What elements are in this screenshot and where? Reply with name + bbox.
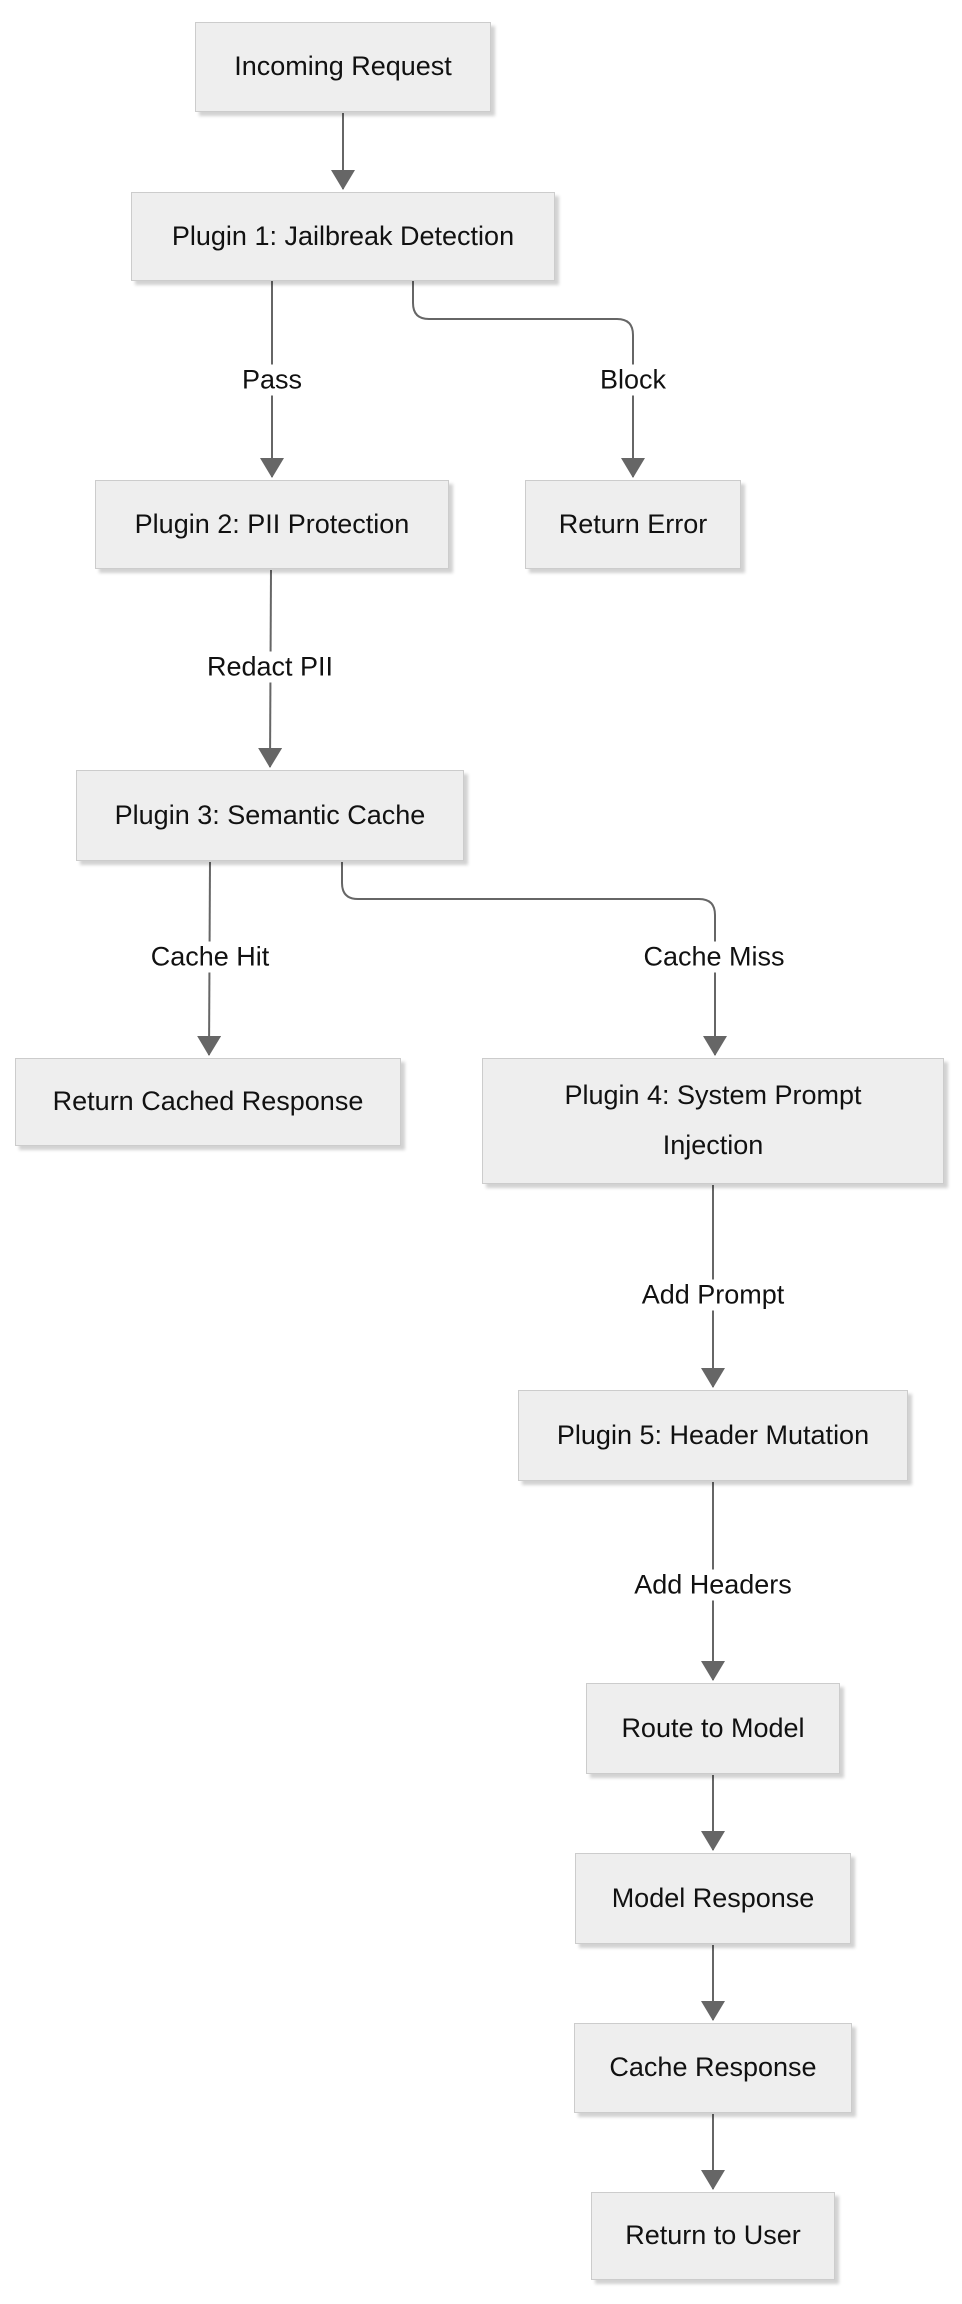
node-label: Model Response: [611, 1882, 815, 1913]
node-incoming-request: Incoming Request: [195, 22, 491, 112]
node-label: Return Error: [558, 508, 708, 539]
edge-plugin3-to-plugin4-cache-miss: [341, 862, 727, 1056]
node-label: Incoming Request: [234, 51, 452, 82]
node-label: Plugin 3: Semantic Cache: [114, 799, 426, 830]
edge-label-block: Block: [589, 364, 677, 396]
node-return-error: Return Error: [525, 480, 741, 569]
node-plugin-4-system-prompt-injection: Plugin 4: System Prompt Injection: [482, 1058, 944, 1184]
node-plugin-5-header-mutation: Plugin 5: Header Mutation: [518, 1390, 908, 1481]
node-return-to-user: Return to User: [591, 2192, 835, 2280]
node-label: Plugin 2: PII Protection: [134, 508, 410, 539]
edge-label-redact-pii: Redact PII: [196, 651, 344, 683]
node-return-cached-response: Return Cached Response: [15, 1058, 401, 1146]
node-label: Plugin 1: Jailbreak Detection: [171, 220, 515, 251]
node-plugin-3-semantic-cache: Plugin 3: Semantic Cache: [76, 770, 464, 861]
node-route-to-model: Route to Model: [586, 1683, 840, 1774]
node-plugin-2-pii-protection: Plugin 2: PII Protection: [95, 480, 449, 569]
node-plugin-1-jailbreak-detection: Plugin 1: Jailbreak Detection: [131, 192, 555, 281]
edge-label-add-prompt: Add Prompt: [631, 1279, 795, 1311]
edge-label-cache-miss: Cache Miss: [633, 941, 795, 973]
node-label: Cache Response: [609, 2052, 817, 2083]
edge-label-add-headers: Add Headers: [624, 1569, 802, 1601]
node-label: Route to Model: [621, 1712, 805, 1743]
node-model-response: Model Response: [575, 1853, 851, 1944]
node-label: Return to User: [625, 2220, 801, 2251]
edge-plugin1-to-return-error-block: [412, 281, 645, 478]
node-cache-response: Cache Response: [574, 2023, 852, 2113]
edge-label-pass: Pass: [231, 364, 313, 396]
edge-label-cache-hit: Cache Hit: [140, 941, 280, 973]
node-label: Return Cached Response: [52, 1086, 364, 1117]
node-label: Plugin 4: System Prompt Injection: [564, 1080, 862, 1160]
node-label: Plugin 5: Header Mutation: [556, 1419, 870, 1450]
